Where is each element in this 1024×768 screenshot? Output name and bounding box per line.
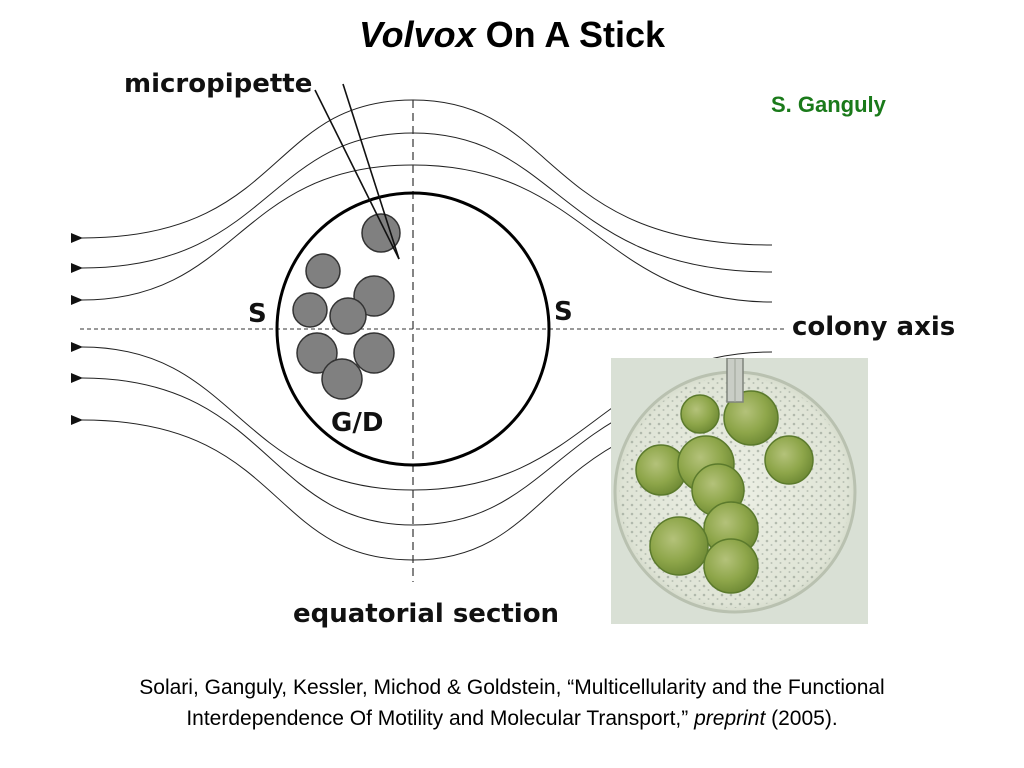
author-name: S. Ganguly xyxy=(771,92,886,117)
title-italic: Volvox xyxy=(358,14,476,55)
micropipette-lines xyxy=(314,83,400,260)
equatorial-section-label: equatorial section xyxy=(293,599,559,629)
streamline-top-2 xyxy=(70,132,773,274)
gonidium xyxy=(292,292,328,328)
volvox-micrograph xyxy=(611,358,868,624)
gonidium xyxy=(321,358,363,400)
citation: Solari, Ganguly, Kessler, Michod & Golds… xyxy=(20,672,1004,734)
s-label-right: S xyxy=(554,297,573,327)
title-rest: On A Stick xyxy=(475,14,666,55)
citation-journal: preprint xyxy=(694,707,766,730)
gonidia-group xyxy=(292,213,401,400)
gonidium xyxy=(305,253,341,289)
gd-label: G/D xyxy=(331,408,383,438)
streamline-top-3 xyxy=(70,164,773,306)
s-label-left: S xyxy=(248,299,267,329)
micropipette-label: micropipette xyxy=(124,69,312,99)
gonidium xyxy=(353,275,395,317)
gonidium xyxy=(329,297,367,335)
slide-title: Volvox On A Stick xyxy=(0,14,1024,56)
colony-axis-label: colony axis xyxy=(792,312,955,342)
citation-line-1: Solari, Ganguly, Kessler, Michod & Golds… xyxy=(139,676,885,699)
citation-year: (2005). xyxy=(765,707,838,730)
colony-circle xyxy=(275,191,551,467)
citation-line-2-text: Interdependence Of Motility and Molecula… xyxy=(186,707,695,730)
gonidium xyxy=(353,332,395,374)
streamline-top-1 xyxy=(70,99,773,246)
gonidium xyxy=(296,332,338,374)
micrograph-drawing xyxy=(611,358,868,624)
citation-line-2: Interdependence Of Motility and Molecula… xyxy=(20,703,1004,734)
